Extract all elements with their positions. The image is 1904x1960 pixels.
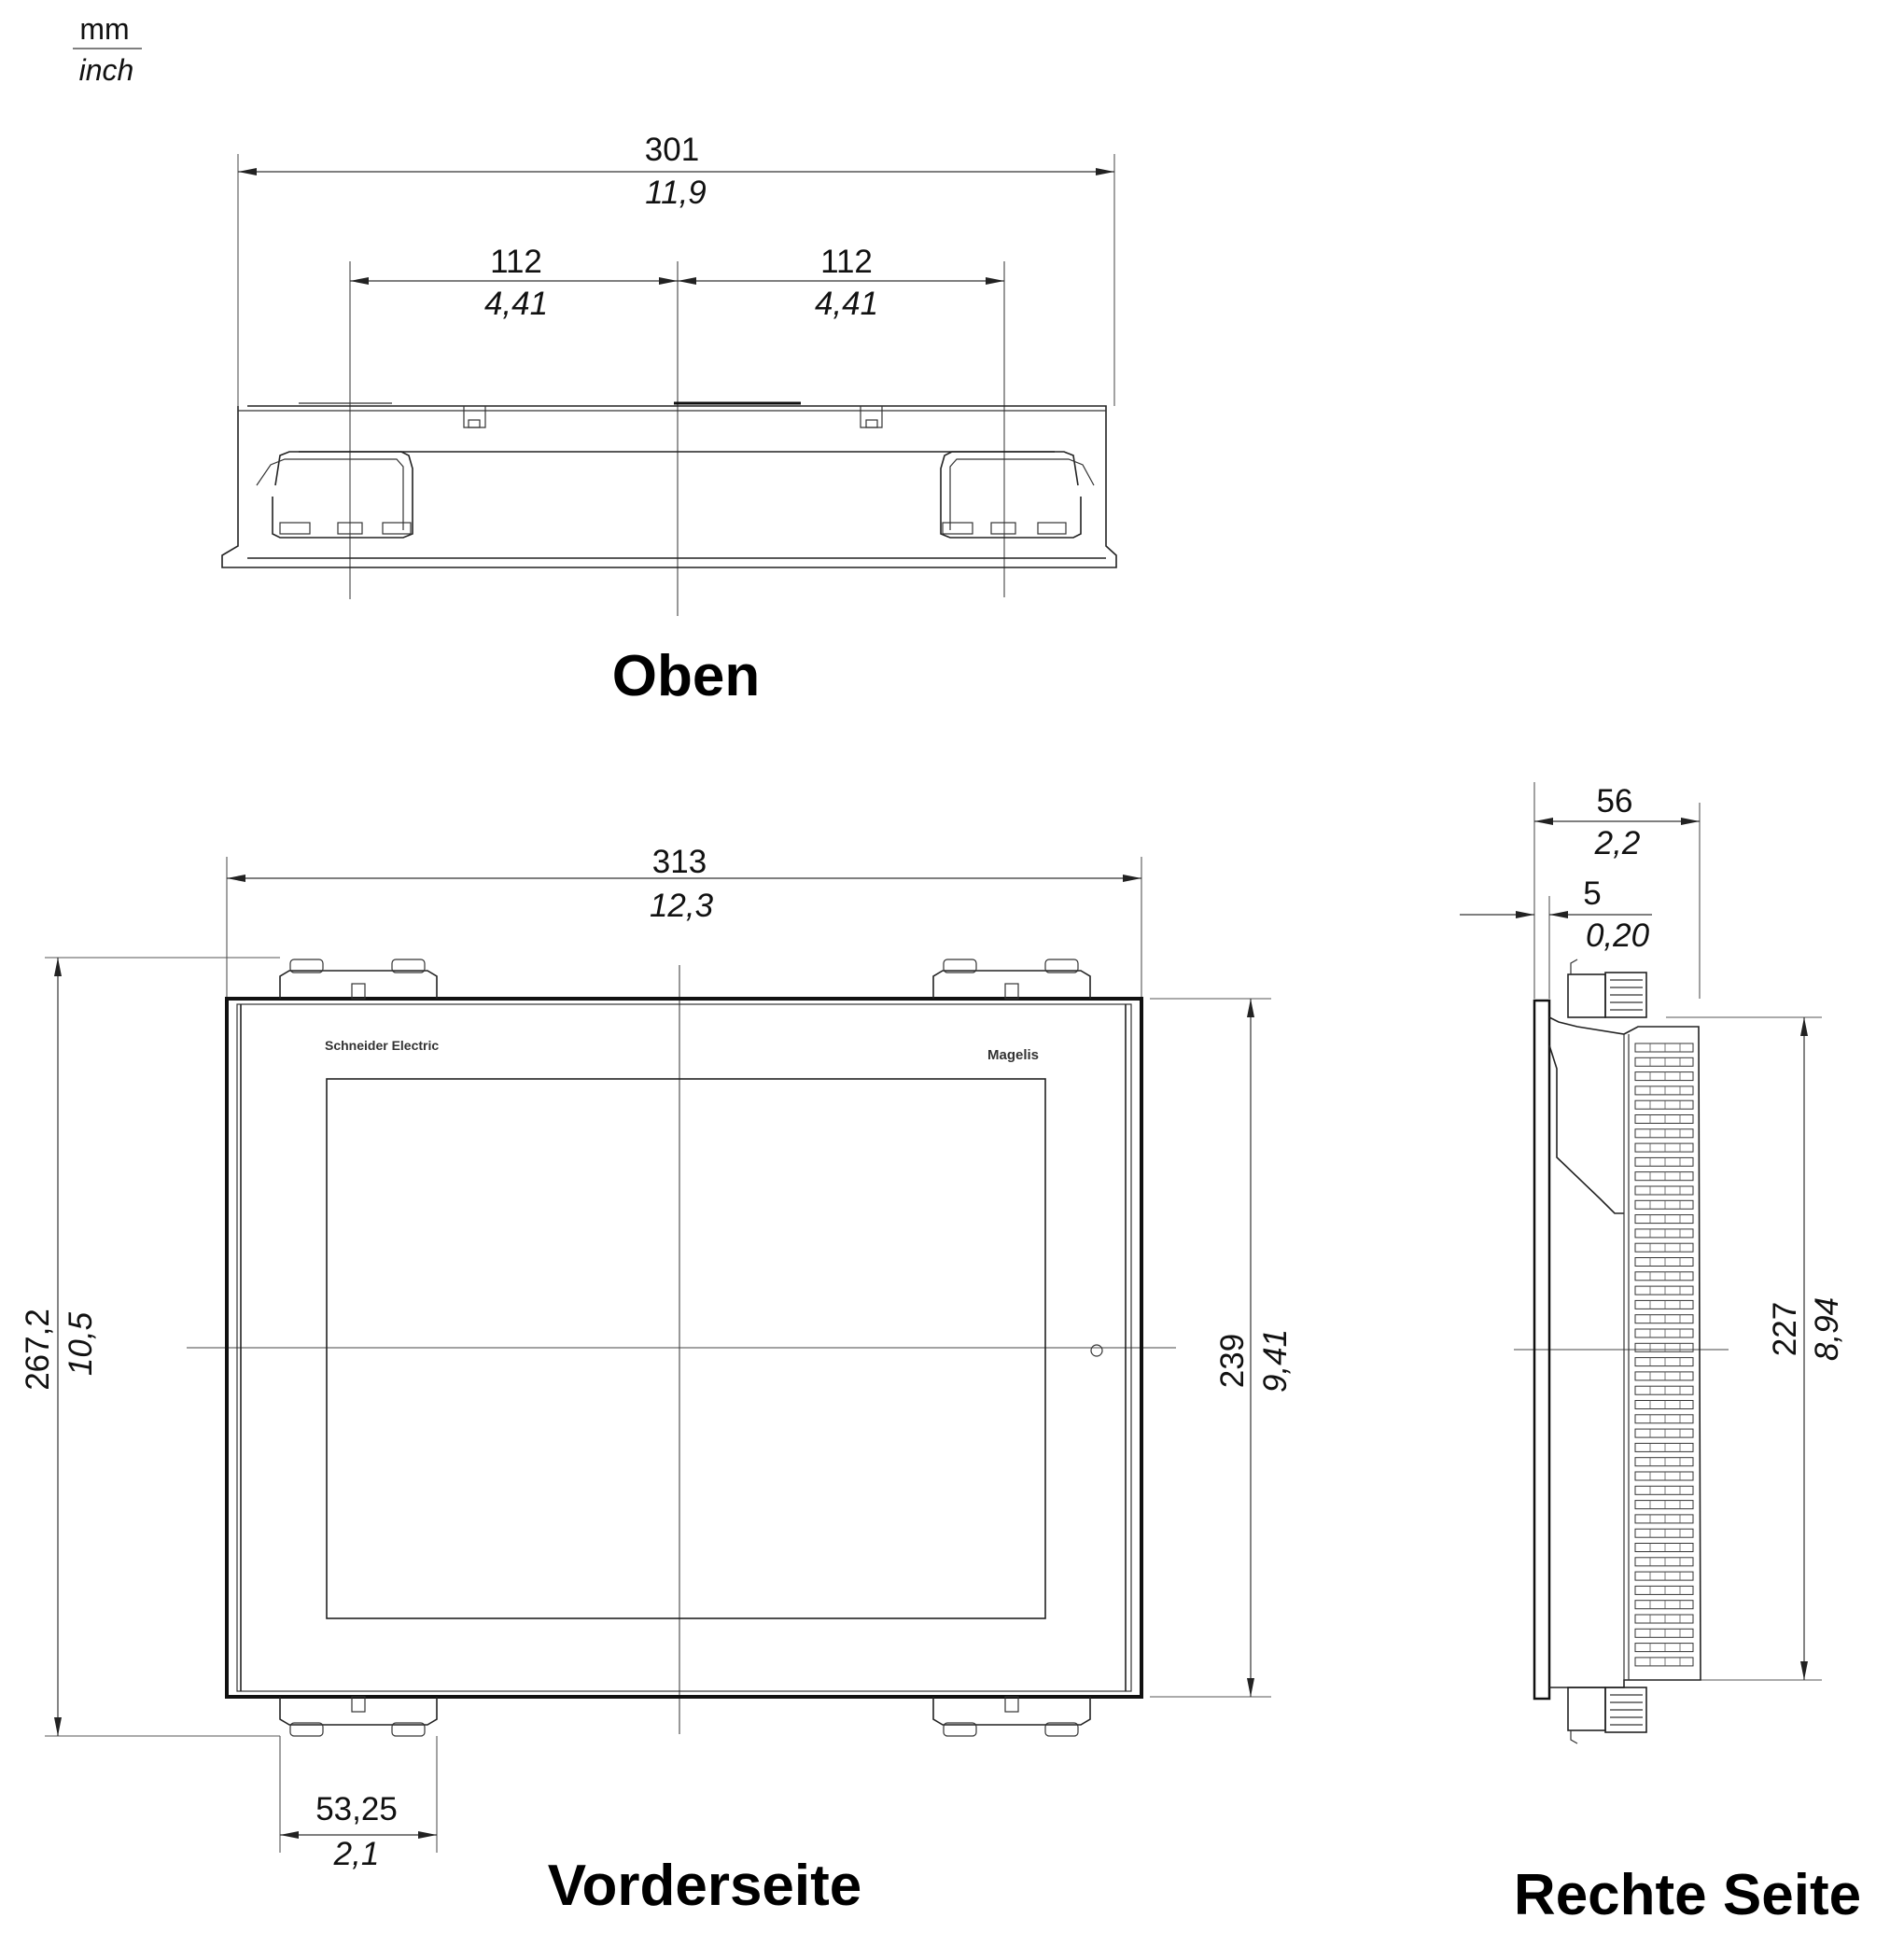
vent-slot <box>1634 1057 1694 1067</box>
vent-slot <box>1634 1428 1694 1438</box>
vent-slot <box>1634 1257 1694 1267</box>
vent-slot <box>1634 1414 1694 1424</box>
schneider-logo: Schneider Electric <box>325 1038 439 1053</box>
unit-inch: inch <box>79 53 134 87</box>
front-height-inch: 10,5 <box>63 1311 99 1376</box>
front-device-body <box>225 997 1143 1699</box>
right-body-outline <box>1548 1016 1701 1688</box>
vent-slot <box>1634 1214 1694 1225</box>
vent-slot <box>1634 1199 1694 1210</box>
front-view-title: Vorderseite <box>548 1854 862 1918</box>
vent-slot <box>1634 1342 1694 1352</box>
vent-slot <box>1634 1457 1694 1467</box>
magelis-mark: Magelis <box>987 1047 1039 1063</box>
top-width-inch: 11,9 <box>645 175 707 211</box>
front-body-height-inch: 9,41 <box>1257 1329 1294 1393</box>
right-bottom-connector <box>1567 1687 1647 1744</box>
vent-slot <box>1634 1514 1694 1524</box>
vent-slot <box>1634 1171 1694 1182</box>
vent-slot <box>1634 1557 1694 1567</box>
vent-slot <box>1634 1299 1694 1309</box>
unit-mm: mm <box>79 12 129 46</box>
right-depth-mm: 56 <box>1597 783 1633 819</box>
front-height-mm: 267,2 <box>20 1309 56 1391</box>
front-status-led <box>1090 1344 1103 1357</box>
front-bottom-right-clip <box>932 1696 1091 1737</box>
vent-slot <box>1634 1500 1694 1510</box>
top-view-title: Oben <box>612 644 760 708</box>
vent-slot <box>1634 1185 1694 1196</box>
front-clip-width-mm: 53,25 <box>315 1791 398 1827</box>
right-view: 56 2,2 5 0,20 227 8,94 <box>1460 782 1861 1927</box>
vent-slot <box>1634 1071 1694 1082</box>
vent-slot <box>1634 1314 1694 1324</box>
front-top-right-clip <box>932 959 1091 1000</box>
right-height-mm: 227 <box>1767 1302 1803 1356</box>
front-view: 313 12,3 267,2 10,5 239 9,41 Schneider E… <box>20 844 1294 1918</box>
vent-slot <box>1634 1614 1694 1624</box>
vent-slot <box>1634 1156 1694 1167</box>
top-left-offset-mm: 112 <box>490 244 542 280</box>
front-top-left-clip <box>279 959 438 1000</box>
top-view: 301 11,9 112 4,41 112 4,41 <box>221 132 1117 708</box>
top-width-mm: 301 <box>645 132 699 168</box>
right-view-title: Rechte Seite <box>1514 1863 1861 1927</box>
vent-slot <box>1634 1585 1694 1595</box>
vent-slot <box>1634 1643 1694 1653</box>
top-right-offset-inch: 4,41 <box>815 286 878 322</box>
right-height-inch: 8,94 <box>1809 1297 1845 1361</box>
vent-slot <box>1634 1400 1694 1409</box>
vent-slot <box>1634 1128 1694 1139</box>
front-width-mm: 313 <box>652 844 707 880</box>
vent-slot <box>1634 1471 1694 1481</box>
vent-slot <box>1634 1142 1694 1153</box>
front-bottom-left-clip <box>279 1696 438 1737</box>
vent-slot <box>1634 1600 1694 1610</box>
top-device-outline <box>221 405 1117 568</box>
front-screen <box>326 1078 1046 1619</box>
vent-slot <box>1634 1242 1694 1253</box>
vent-slot <box>1634 1528 1694 1538</box>
vent-slot <box>1634 1285 1694 1295</box>
vent-slot <box>1634 1228 1694 1239</box>
right-top-connector <box>1567 959 1647 1018</box>
right-bezel <box>1533 999 1551 1701</box>
vent-slot <box>1634 1442 1694 1452</box>
top-right-clip <box>940 451 1082 539</box>
front-body-height-mm: 239 <box>1214 1334 1251 1388</box>
vent-slot <box>1634 1271 1694 1281</box>
vent-slot <box>1634 1543 1694 1552</box>
vent-slot <box>1634 1114 1694 1124</box>
units-legend: mm inch <box>73 12 142 87</box>
top-left-clip <box>272 451 413 539</box>
vent-slot <box>1634 1657 1694 1667</box>
vent-slot <box>1634 1485 1694 1495</box>
vent-slot <box>1634 1571 1694 1581</box>
vent-slot <box>1634 1357 1694 1367</box>
vent-slot <box>1634 1385 1694 1395</box>
vent-slot <box>1634 1099 1694 1110</box>
top-right-offset-mm: 112 <box>820 244 873 280</box>
right-bezel-mm: 5 <box>1583 875 1601 912</box>
front-width-inch: 12,3 <box>650 888 714 924</box>
right-bezel-inch: 0,20 <box>1586 917 1650 954</box>
vent-slot <box>1634 1085 1694 1096</box>
vent-slot <box>1634 1328 1694 1338</box>
vent-slot <box>1634 1043 1694 1053</box>
right-depth-inch: 2,2 <box>1594 825 1641 861</box>
right-vent-slots <box>1634 1043 1694 1667</box>
vent-slot <box>1634 1371 1694 1381</box>
top-left-offset-inch: 4,41 <box>484 286 548 322</box>
front-clip-width-inch: 2,1 <box>333 1836 380 1872</box>
vent-slot <box>1634 1628 1694 1638</box>
